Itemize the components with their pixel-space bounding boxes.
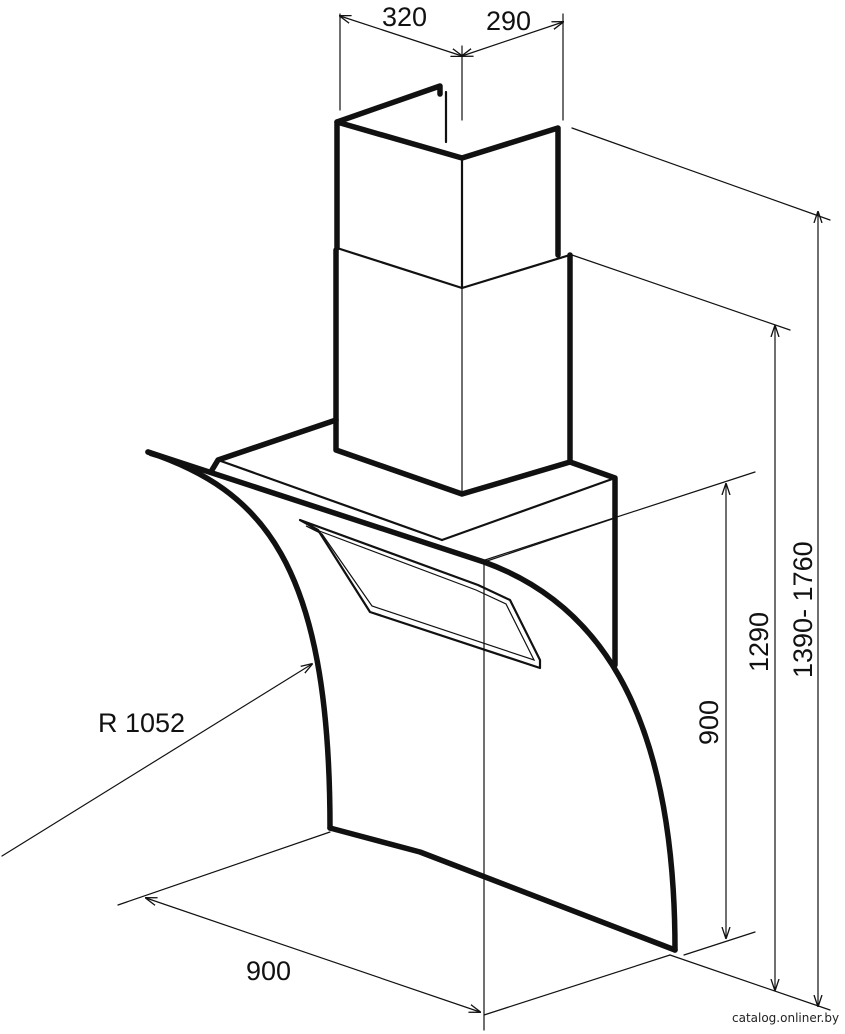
dim-radius-label: R 1052	[98, 708, 185, 738]
control-window	[298, 518, 542, 670]
dim-height-range-label: 1390- 1760	[788, 541, 818, 678]
dim-right	[484, 127, 831, 1011]
dim-chimney-depth-label: 320	[382, 2, 427, 32]
chimney-lower	[333, 247, 573, 497]
dim-radius	[1, 664, 312, 857]
dim-chimney-width-label: 290	[486, 6, 531, 36]
watermark: catalog.onliner.by	[732, 1011, 839, 1025]
canopy-deck	[209, 417, 618, 668]
chimney-upper	[334, 83, 572, 290]
dim-top	[340, 13, 563, 121]
dim-hood-width-label: 900	[246, 956, 291, 986]
dim-bottom	[117, 831, 671, 1016]
dim-height-min-label: 1290	[744, 612, 774, 672]
dim-hood-height-label: 900	[694, 700, 724, 745]
glass-panel	[145, 449, 678, 953]
